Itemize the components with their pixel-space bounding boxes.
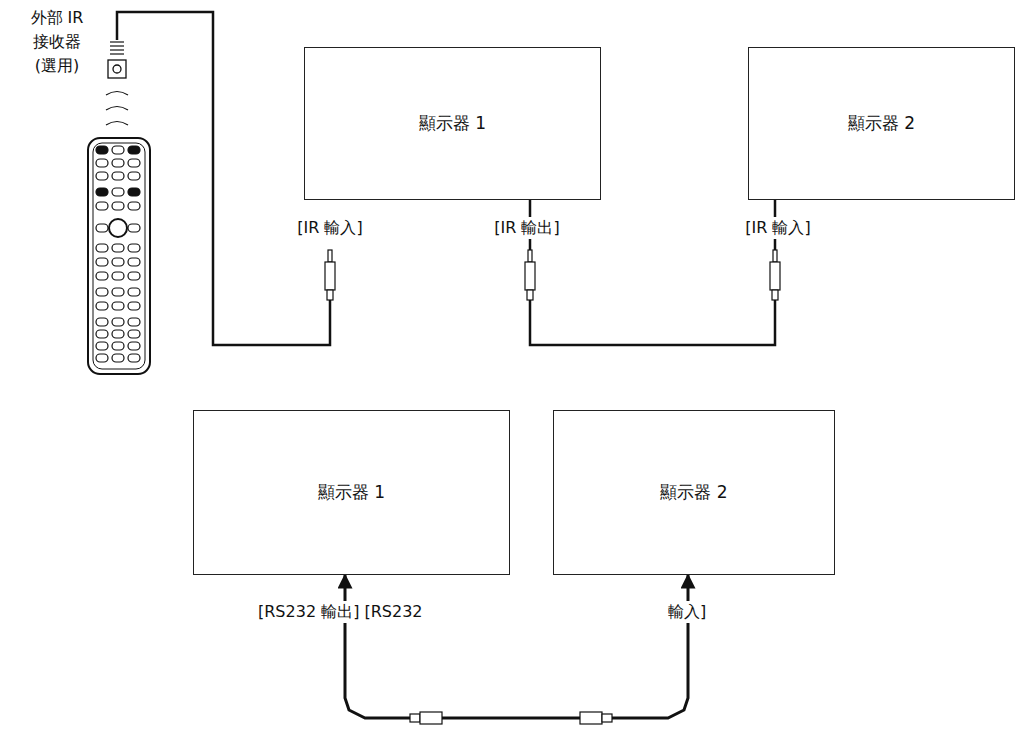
cable — [345, 575, 688, 718]
port-label: [IR 輸入] — [743, 217, 812, 239]
remote-button — [112, 188, 124, 196]
remote-button — [128, 342, 140, 350]
jack-plug — [325, 250, 335, 300]
remote-button — [128, 258, 140, 266]
display-name: 顯示器 2 — [848, 112, 915, 135]
cable — [530, 200, 775, 345]
remote-button — [112, 288, 124, 296]
remote-button — [128, 354, 140, 362]
remote-button — [128, 272, 140, 280]
remote-button — [96, 288, 108, 296]
remote-button — [112, 318, 124, 326]
display-box: 顯示器 1 — [304, 47, 601, 200]
remote-button — [112, 272, 124, 280]
remote-button — [128, 172, 140, 180]
remote-button — [128, 146, 140, 154]
jack-plug — [770, 250, 780, 300]
port-label: [RS232 輸出] [RS232 — [256, 601, 425, 623]
port-label: 輸入] — [666, 601, 708, 623]
remote-button — [128, 318, 140, 326]
jack-plugs — [325, 250, 780, 300]
remote-button — [96, 354, 108, 362]
remote-button — [112, 258, 124, 266]
ir-waves — [106, 92, 128, 126]
remote-button — [96, 272, 108, 280]
remote-button — [112, 330, 124, 338]
remote-button — [96, 330, 108, 338]
remote-button — [112, 302, 124, 310]
remote-button — [128, 244, 140, 252]
port-label: [IR 輸入] — [295, 217, 364, 239]
remote-button — [128, 159, 140, 167]
display-name: 顯示器 1 — [318, 481, 385, 504]
remote-button — [96, 244, 108, 252]
display-name: 顯示器 2 — [660, 481, 727, 504]
remote-button — [112, 244, 124, 252]
remote-button — [96, 188, 108, 196]
remote-button — [112, 354, 124, 362]
remote-button — [96, 224, 108, 232]
remote-button — [128, 330, 140, 338]
ir-receiver — [108, 42, 126, 78]
remote-button — [112, 202, 124, 210]
display-box: 顯示器 2 — [553, 410, 835, 575]
display-box: 顯示器 1 — [193, 410, 510, 575]
remote-control — [88, 138, 150, 374]
port-label: [IR 輸出] — [492, 217, 561, 239]
remote-button — [128, 302, 140, 310]
display-box: 顯示器 2 — [748, 47, 1015, 200]
remote-button — [128, 202, 140, 210]
remote-button — [112, 172, 124, 180]
receiver-label: 外部 IR 接收器 (選用) — [12, 6, 102, 78]
rs232-plugs — [410, 712, 612, 724]
remote-button — [96, 172, 108, 180]
remote-button — [112, 342, 124, 350]
remote-button — [128, 224, 140, 232]
remote-button — [96, 202, 108, 210]
jack-plug — [525, 250, 535, 300]
remote-button — [96, 342, 108, 350]
remote-button — [96, 258, 108, 266]
remote-button — [96, 302, 108, 310]
remote-button — [128, 188, 140, 196]
remote-button — [96, 146, 108, 154]
remote-button — [112, 146, 124, 154]
remote-button — [96, 159, 108, 167]
remote-button — [96, 318, 108, 326]
remote-button — [112, 159, 124, 167]
remote-button — [128, 288, 140, 296]
display-name: 顯示器 1 — [419, 112, 486, 135]
